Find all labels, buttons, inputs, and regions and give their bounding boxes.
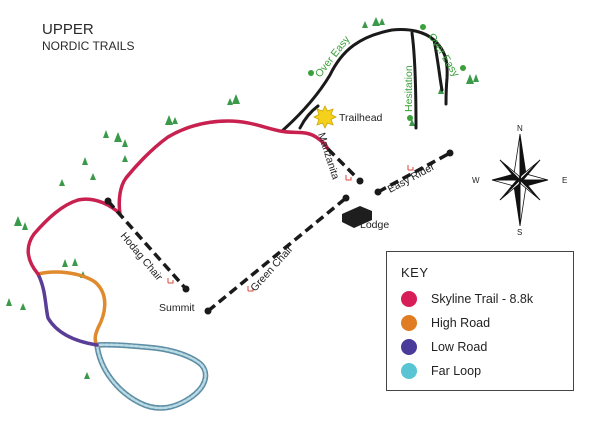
- key-label-low-road: Low Road: [431, 340, 488, 354]
- key-label-far-loop: Far Loop: [431, 364, 482, 378]
- key-item-high-road: High Road: [401, 313, 490, 333]
- chair-icon: [167, 278, 174, 284]
- tree-icon: [59, 179, 65, 186]
- key-item-skyline: Skyline Trail - 8.8k: [401, 289, 533, 309]
- high-road-trail: [36, 270, 107, 347]
- label-over-easy-1: Over Easy: [313, 33, 353, 80]
- key-swatch-skyline: [401, 291, 417, 307]
- key-swatch-high-road: [401, 315, 417, 331]
- tree-icon: [165, 115, 178, 125]
- label-trailhead: Trailhead: [339, 112, 383, 124]
- label-summit: Summit: [159, 302, 195, 314]
- tree-icon: [14, 216, 28, 230]
- tree-icon: [90, 173, 96, 180]
- key-swatch-low-road: [401, 339, 417, 355]
- label-over-easy-2: Over Easy: [425, 31, 462, 80]
- over-easy-trails: [280, 28, 449, 133]
- key-title: KEY: [401, 265, 429, 280]
- chairlift-icons: [167, 165, 414, 292]
- compass-rose-icon: N S E W: [472, 124, 567, 237]
- label-hesitation: Hesitation: [403, 65, 415, 112]
- compass-w: W: [472, 176, 480, 185]
- label-easy-rider: Easy Rider: [386, 161, 437, 196]
- label-green-chair: Green Chair: [248, 243, 296, 294]
- compass-n: N: [517, 124, 523, 133]
- key-item-low-road: Low Road: [401, 337, 487, 357]
- tree-icon: [82, 157, 88, 165]
- map-title-line2: NORDIC TRAILS: [42, 39, 134, 53]
- chair-icon: [247, 286, 254, 292]
- tree-icon: [122, 155, 128, 162]
- over-easy-dots: [308, 24, 466, 121]
- map-title-line1: UPPER: [42, 21, 94, 38]
- tree-icons: [6, 17, 479, 379]
- map-key: KEY Skyline Trail - 8.8k High Road Low R…: [386, 251, 574, 391]
- chairlifts: [106, 147, 451, 313]
- key-label-skyline: Skyline Trail - 8.8k: [431, 292, 534, 306]
- tree-icon: [409, 119, 415, 126]
- tree-icon: [466, 74, 479, 84]
- chairlift-terminals: [104, 149, 454, 315]
- skyline-trail: [26, 119, 330, 276]
- compass-s: S: [517, 228, 522, 237]
- hodag-chair-line: [106, 199, 188, 291]
- manzanita-line: [326, 147, 362, 183]
- far-loop-trail: [94, 342, 209, 411]
- label-manzanita: Manzanita: [315, 131, 341, 181]
- tree-icon: [362, 21, 368, 28]
- key-label-high-road: High Road: [431, 316, 491, 330]
- chair-icon: [407, 165, 414, 171]
- label-lodge: Lodge: [360, 219, 389, 231]
- tree-icon: [227, 94, 240, 105]
- low-road-trail: [36, 272, 99, 347]
- tree-icon: [6, 298, 26, 310]
- trailhead-icon: [313, 105, 337, 129]
- tree-icon: [62, 258, 78, 267]
- tree-icon: [84, 372, 90, 379]
- key-item-far-loop: Far Loop: [401, 361, 481, 381]
- tree-icon: [103, 130, 122, 142]
- lodge-icon: [342, 206, 372, 228]
- chair-icon: [345, 175, 352, 181]
- key-swatch-far-loop: [401, 363, 417, 379]
- tree-icon: [372, 17, 385, 26]
- green-chair-line: [206, 196, 348, 313]
- tree-icon: [122, 139, 128, 147]
- compass-e: E: [562, 176, 567, 185]
